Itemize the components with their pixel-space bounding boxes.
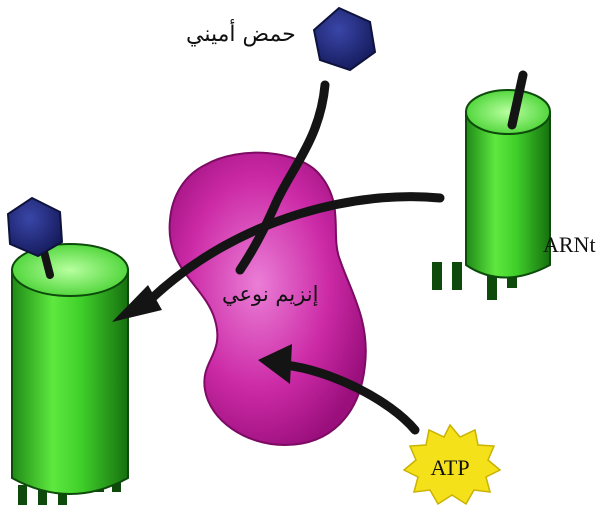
atp-label: ATP <box>420 455 480 481</box>
trna-icon <box>432 75 550 300</box>
amino-acid-icon <box>314 8 375 70</box>
trna-label: ARNt <box>543 232 596 258</box>
attached-amino-acid-icon <box>8 198 62 256</box>
amino-acid-label: حمض أميني <box>186 22 296 47</box>
enzyme-label: إنزيم نوعي <box>222 282 319 306</box>
charged-trna-icon <box>12 236 128 505</box>
